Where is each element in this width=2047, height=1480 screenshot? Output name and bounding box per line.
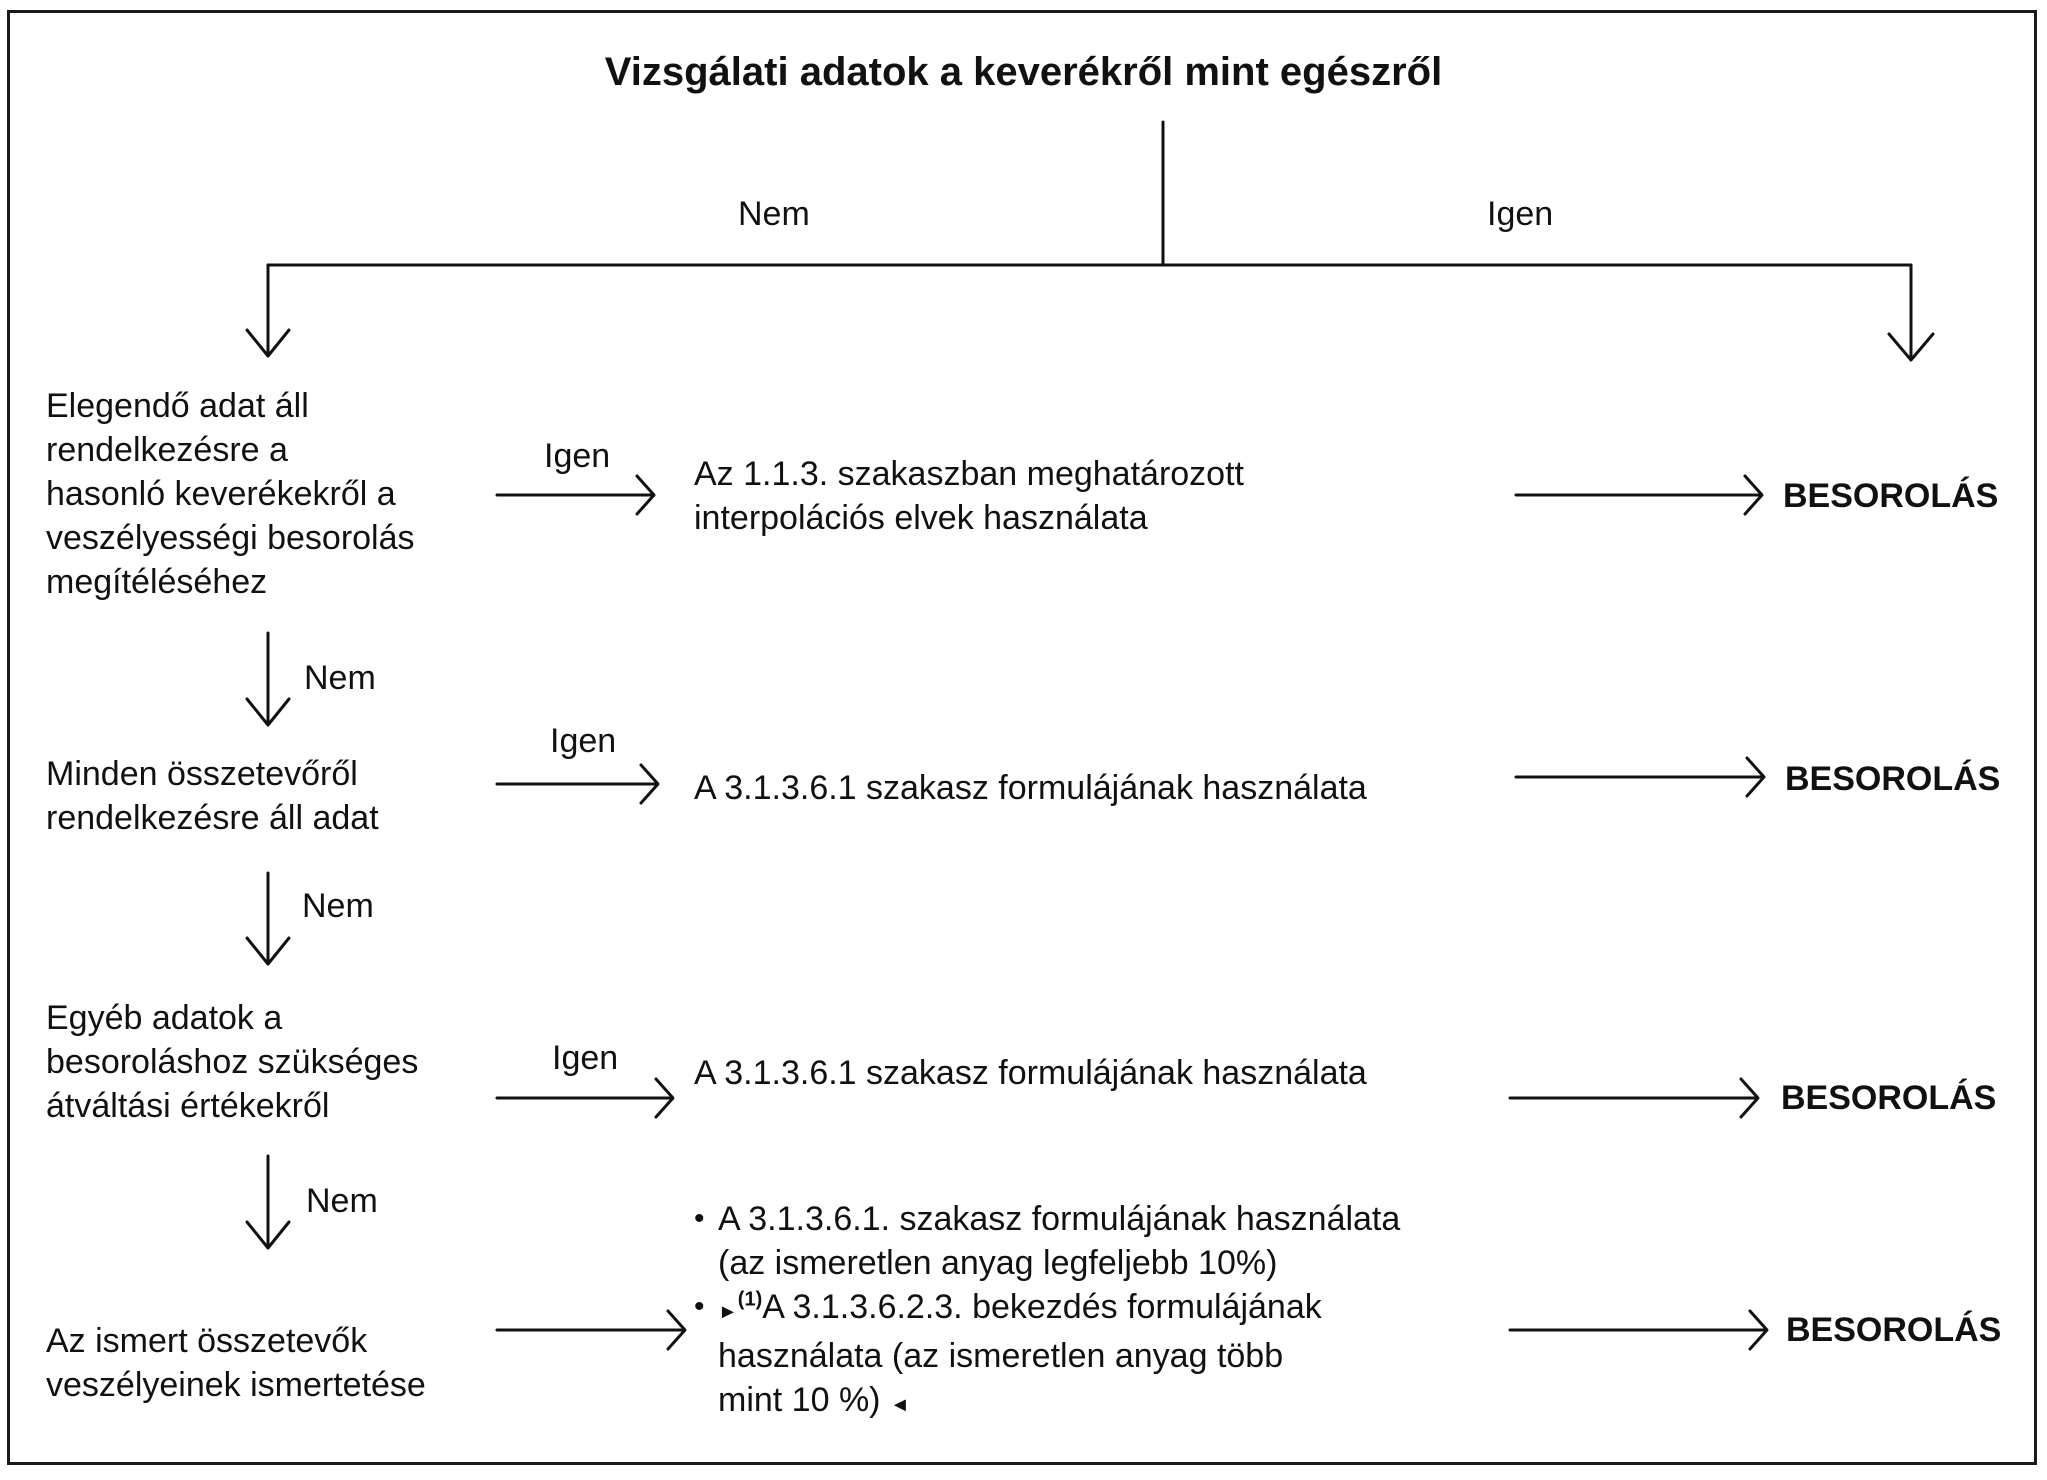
row1-question-line: rendelkezésre a: [46, 431, 288, 469]
row4-option-1: • A 3.1.3.6.1. szakasz formulájának hasz…: [694, 1197, 1400, 1285]
diagram-frame: [7, 10, 2037, 1465]
branch-yes-arrowhead: [1887, 332, 1935, 362]
row3-question: Egyéb adatok a besoroláshoz szükséges át…: [46, 996, 418, 1128]
row1-question-line: hasonló keverékekről a: [46, 475, 396, 513]
down1-arrowhead: [245, 697, 291, 727]
row4-option-1-line: (az ismeretlen anyag legfeljebb 10%): [718, 1244, 1278, 1282]
down1-no-label: Nem: [304, 659, 376, 697]
down3-arrowhead: [245, 1220, 291, 1250]
top-branch-yes-label: Igen: [1487, 195, 1554, 233]
row1-question-line: megítéléséhez: [46, 563, 268, 601]
row1-yes-label: Igen: [544, 437, 611, 475]
amendment-start-triangle-icon: ►: [718, 1301, 738, 1323]
row4-option-2-last-line: mint 10 %) ◄: [718, 1378, 1400, 1427]
row1-action: Az 1.1.3. szakaszban meghatározott inter…: [694, 452, 1244, 540]
row3-result-arrowhead: [1739, 1077, 1760, 1119]
row2-result: BESOROLÁS: [1785, 760, 2001, 798]
row4-question-line: veszélyeinek ismertetése: [46, 1366, 426, 1404]
row3-result: BESOROLÁS: [1781, 1079, 1997, 1117]
bullet-dot-icon: •: [694, 1290, 705, 1323]
row4-result-arrowhead: [1748, 1309, 1769, 1351]
row2-action: A 3.1.3.6.1 szakasz formulájának használ…: [694, 766, 1367, 810]
diagram-title: Vizsgálati adatok a keverékről mint egés…: [604, 50, 1443, 94]
bullet-dot-icon: •: [694, 1202, 705, 1235]
amendment-marker: (1): [737, 1288, 763, 1311]
row3-question-line: besoroláshoz szükséges: [46, 1043, 419, 1081]
row3-action: A 3.1.3.6.1 szakasz formulájának használ…: [694, 1051, 1367, 1095]
row2-yes-label: Igen: [550, 722, 617, 760]
row4-result: BESOROLÁS: [1786, 1311, 2002, 1349]
row1-question-line: Elegendő adat áll: [46, 387, 309, 425]
row1-question-line: veszélyességi besorolás: [46, 519, 415, 557]
row4-option-2: • ►(1)A 3.1.3.6.2.3. bekezdés formuláján…: [694, 1285, 1400, 1427]
row2-action-line: A 3.1.3.6.1 szakasz formulájának használ…: [694, 769, 1367, 807]
row1-yes-arrowhead: [635, 474, 656, 516]
row1-action-line: interpolációs elvek használata: [694, 499, 1148, 537]
row4-option-2-line: A 3.1.3.6.2.3. bekezdés formulájának: [762, 1288, 1322, 1326]
row4-question-line: Az ismert összetevők: [46, 1322, 368, 1360]
row3-question-line: Egyéb adatok a: [46, 999, 283, 1037]
row4-option-2-first-line: ►(1)A 3.1.3.6.2.3. bekezdés formulájának: [718, 1285, 1400, 1334]
row1-question: Elegendő adat áll rendelkezésre a hasonl…: [46, 384, 415, 604]
row2-question-line: rendelkezésre áll adat: [46, 799, 379, 837]
down3-no-label: Nem: [306, 1182, 378, 1220]
down2-no-label: Nem: [302, 887, 374, 925]
row4-option-2-line: mint 10 %): [718, 1381, 881, 1419]
row3-yes-label: Igen: [552, 1039, 619, 1077]
row4-question: Az ismert összetevők veszélyeinek ismert…: [46, 1319, 426, 1407]
row3-question-line: átváltási értékekről: [46, 1087, 330, 1125]
row4-options-list: • A 3.1.3.6.1. szakasz formulájának hasz…: [694, 1197, 1400, 1427]
down2-arrowhead: [245, 936, 291, 966]
row4-option-2-line: használata (az ismeretlen anyag több: [718, 1337, 1284, 1375]
row1-action-line: Az 1.1.3. szakaszban meghatározott: [694, 455, 1244, 493]
row2-question-line: Minden összetevőről: [46, 755, 358, 793]
row3-yes-arrowhead: [654, 1077, 675, 1119]
row2-yes-arrowhead: [639, 763, 660, 805]
amendment-end-triangle-icon: ◄: [889, 1394, 910, 1416]
row2-question: Minden összetevőről rendelkezésre áll ad…: [46, 752, 379, 840]
row4-option-1-line: A 3.1.3.6.1. szakasz formulájának haszná…: [718, 1200, 1401, 1238]
row2-result-arrowhead: [1745, 756, 1766, 798]
row1-result: BESOROLÁS: [1783, 477, 1999, 515]
row1-result-arrowhead: [1743, 474, 1764, 516]
row4-arrowhead: [666, 1309, 687, 1351]
row3-action-line: A 3.1.3.6.1 szakasz formulájának használ…: [694, 1054, 1367, 1092]
branch-no-arrowhead: [245, 328, 291, 358]
top-branch-no-label: Nem: [738, 195, 810, 233]
